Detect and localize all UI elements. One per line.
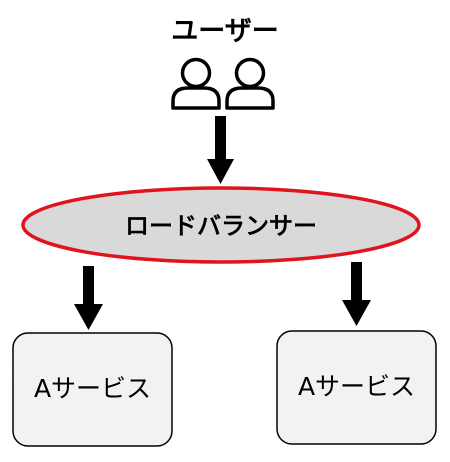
- service-label-left: Aサービス: [34, 374, 151, 403]
- service-box-right: Aサービス: [276, 330, 437, 445]
- load-balancer: ロードバランサー: [21, 186, 421, 264]
- arrow-users-to-lb: [207, 116, 234, 184]
- service-label-right: Aサービス: [298, 372, 415, 401]
- arrow-lb-to-service-right: [342, 262, 371, 326]
- load-balancer-label: ロードバランサー: [125, 212, 317, 240]
- users-label: ユーザー: [171, 16, 278, 47]
- two-users-icon: [171, 57, 275, 110]
- arrow-lb-to-service-left: [74, 266, 103, 330]
- service-box-left: Aサービス: [12, 332, 173, 447]
